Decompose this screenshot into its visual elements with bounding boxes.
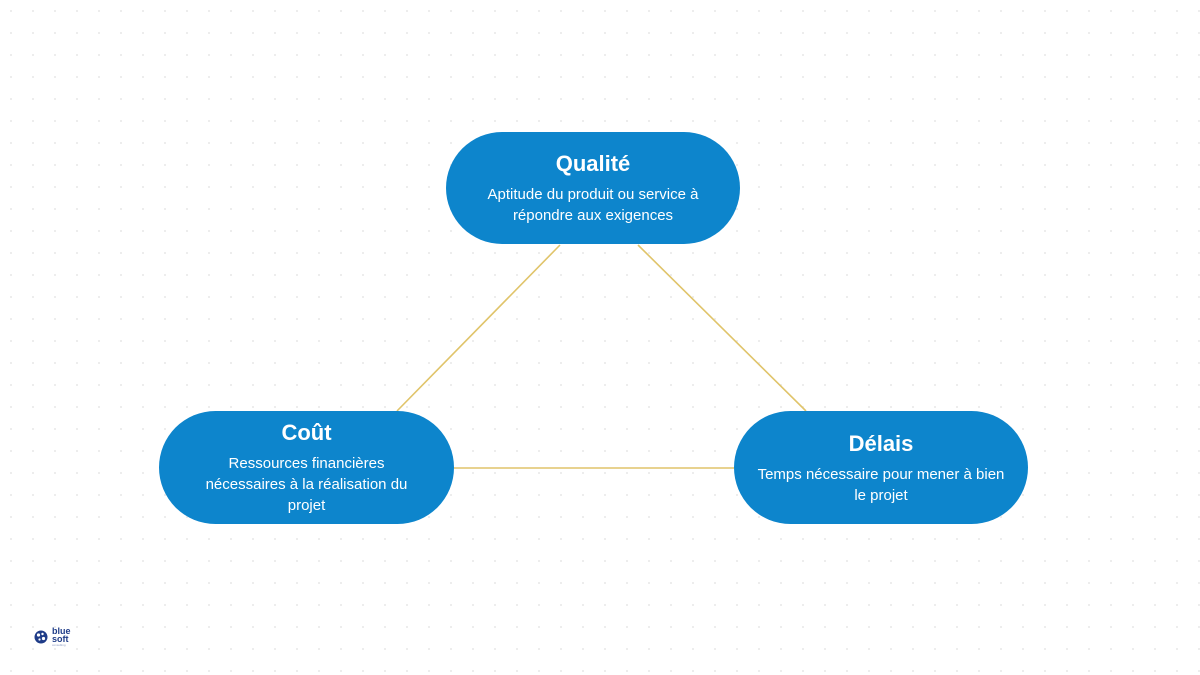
logo-wordmark: blue soft consulting [52,626,71,648]
connector-qualite-delais [637,244,807,412]
node-title: Coût [281,420,332,445]
logo-line-2: soft [52,634,69,644]
node-qualite: Qualité Aptitude du produit ou service à… [446,132,740,244]
node-title: Délais [848,430,914,456]
node-description: Temps nécessaire pour mener à bien le pr… [757,465,1005,504]
node-description: Ressources financières nécessaires à la … [205,455,408,514]
node-title: Qualité [555,151,631,176]
logo-line-1: blue [52,626,71,636]
node-description: Aptitude du produit ou service à répondr… [487,186,699,224]
logo-tagline: consulting [52,643,66,647]
bluesoft-logo: blue soft consulting [33,627,71,647]
node-cout: Coût Ressources financières nécessaires … [159,411,454,524]
globe-icon [34,630,48,644]
connector-qualite-cout [396,244,561,412]
node-delais: Délais Temps nécessaire pour mener à bie… [734,411,1028,524]
